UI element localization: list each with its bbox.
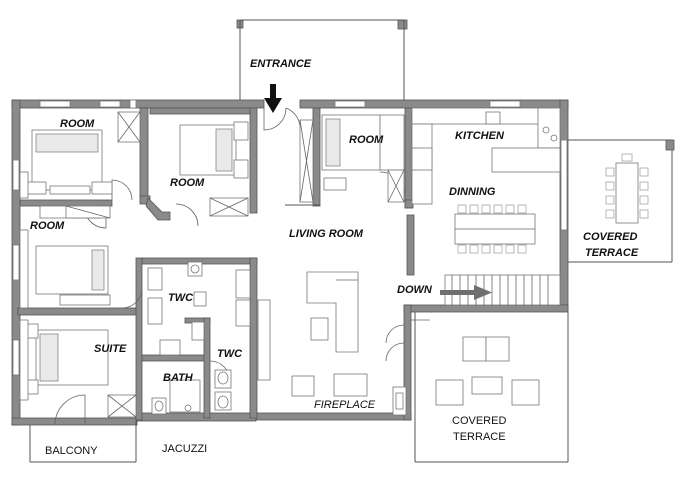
bedroom-top-left-furniture bbox=[19, 111, 141, 219]
bedroom-left-furniture bbox=[19, 205, 111, 309]
fireplace-unit bbox=[392, 386, 407, 416]
label-twc-1: TWC bbox=[168, 292, 194, 304]
stairs-down-arrow bbox=[440, 285, 492, 300]
bathroom-fixtures bbox=[147, 261, 251, 415]
label-suite: SUITE bbox=[94, 343, 127, 355]
label-room-top-left: ROOM bbox=[60, 118, 95, 130]
label-balcony: BALCONY bbox=[45, 445, 98, 457]
label-covered-terrace-right-line2: TERRACE bbox=[585, 247, 639, 259]
label-room-top-mid: ROOM bbox=[349, 134, 384, 146]
label-bath: BATH bbox=[163, 372, 193, 384]
dining-table bbox=[454, 204, 536, 254]
label-room-center-left: ROOM bbox=[170, 177, 205, 189]
kitchen-furniture bbox=[411, 107, 561, 205]
windows bbox=[12, 99, 568, 376]
covered-terrace-right bbox=[568, 139, 675, 263]
living-room-furniture bbox=[257, 271, 368, 397]
label-twc-2: TWC bbox=[217, 348, 243, 360]
label-fireplace: FIREPLACE bbox=[314, 399, 376, 411]
bedroom-top-mid-furniture bbox=[179, 121, 249, 217]
room-right-of-entrance-furniture bbox=[285, 114, 405, 206]
doors bbox=[54, 107, 430, 426]
label-living-room: LIVING ROOM bbox=[289, 228, 363, 240]
label-dinning: DINNING bbox=[449, 186, 496, 198]
suite-furniture bbox=[19, 319, 137, 418]
label-room-left: ROOM bbox=[30, 220, 65, 232]
label-entrance: ENTRANCE bbox=[250, 58, 312, 70]
label-down: DOWN bbox=[397, 284, 432, 296]
balcony bbox=[29, 421, 137, 463]
entrance-porch bbox=[236, 19, 408, 100]
label-covered-terrace-bottom-line1: COVERED bbox=[452, 415, 507, 427]
label-jacuzzi: JACUZZI bbox=[162, 443, 208, 455]
label-covered-terrace-right-line1: COVERED bbox=[583, 231, 638, 243]
label-covered-terrace-bottom-line2: TERRACE bbox=[453, 431, 506, 443]
covered-terrace-bottom bbox=[414, 312, 569, 463]
entrance-arrow bbox=[264, 84, 282, 113]
label-kitchen: KITCHEN bbox=[455, 130, 504, 142]
